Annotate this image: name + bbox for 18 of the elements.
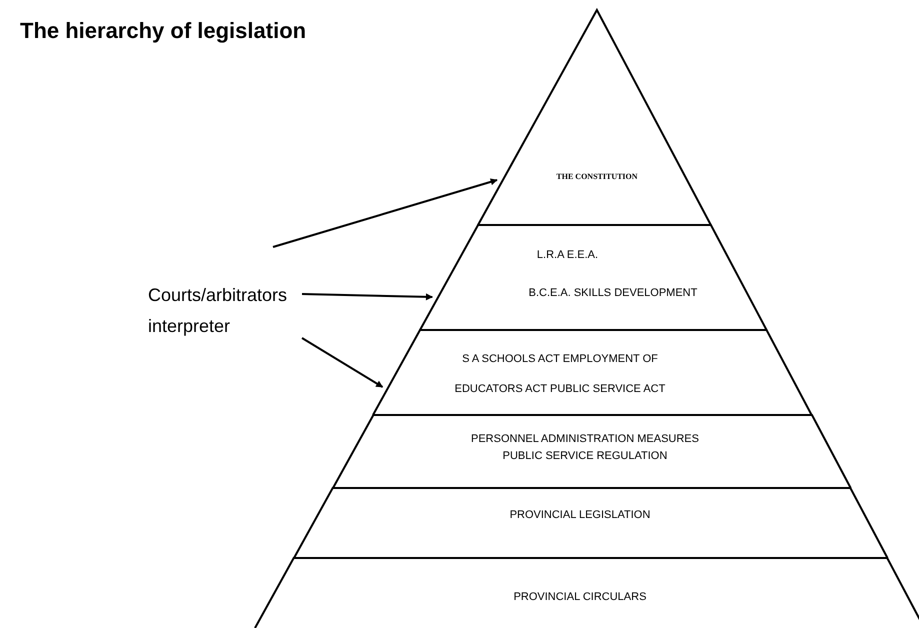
tier-label: S A SCHOOLS ACT EMPLOYMENT OF EDUCATORS ACT PUBLIC SERVICE ACT (454, 352, 666, 397)
tier-label: B.C.E.A. SKILLS DEVELOPMENT (528, 286, 698, 301)
pyramid-tier (294, 488, 888, 558)
pyramid-tier (478, 10, 711, 225)
label-text: Courts/arbitrators interpreter (148, 280, 298, 342)
arrow (272, 178, 498, 248)
tier-label: L.R.A E.E.A. (536, 248, 600, 263)
pyramid-tier (332, 415, 850, 488)
arrow (302, 293, 433, 300)
pyramid-tier (420, 225, 767, 330)
diagram-title: The hierarchy of legislation (20, 18, 306, 44)
pyramid-tier (373, 330, 812, 415)
tier-label: PROVINCIAL LEGISLATION (508, 508, 652, 523)
tier-label: THE CONSTITUTION (555, 172, 639, 182)
pyramid-tier (255, 558, 918, 628)
arrow (301, 337, 384, 388)
tier-label: PROVINCIAL CIRCULARS (512, 590, 648, 605)
tier-label: PERSONNEL ADMINISTRATION MEASURES PUBLIC SERVICE REGULATION (470, 432, 700, 464)
